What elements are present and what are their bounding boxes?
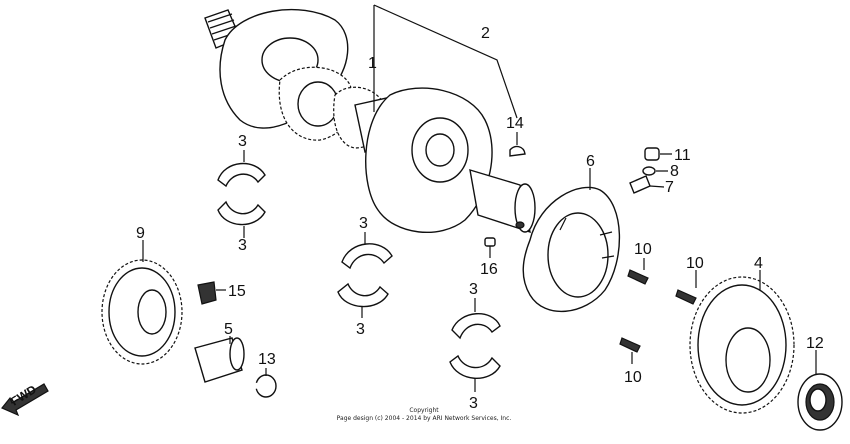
callout-14[interactable]: 14: [506, 115, 524, 132]
screw-7[interactable]: [629, 175, 651, 194]
callout-11[interactable]: 11: [674, 147, 691, 164]
callout-10-b[interactable]: 10: [686, 255, 704, 272]
forward-arrow-icon: [1, 383, 49, 417]
callout-3-a[interactable]: 3: [238, 133, 247, 150]
callout-3-f[interactable]: 3: [469, 395, 478, 412]
callout-15[interactable]: 15: [228, 283, 246, 300]
washer-8[interactable]: [642, 166, 656, 176]
callout-16[interactable]: 16: [480, 261, 498, 278]
callout-12[interactable]: 12: [806, 335, 824, 352]
woodruff-key[interactable]: [509, 145, 526, 157]
callout-3-c[interactable]: 3: [359, 215, 368, 232]
flywheel-rotor[interactable]: [522, 186, 621, 313]
callout-10-c[interactable]: 10: [624, 369, 642, 386]
callout-2[interactable]: 2: [481, 25, 490, 42]
callout-4[interactable]: 4: [754, 255, 763, 272]
bolt-10-c[interactable]: [619, 337, 641, 353]
left-gear[interactable]: [101, 259, 183, 365]
callout-3-b[interactable]: 3: [238, 237, 247, 254]
callout-7[interactable]: 7: [665, 179, 674, 196]
oil-seal[interactable]: [797, 373, 843, 431]
main-bearing-pair-1[interactable]: [217, 162, 266, 226]
bolt-10-a[interactable]: [627, 269, 649, 285]
bolt-10-b[interactable]: [675, 289, 697, 305]
callout-5[interactable]: 5: [224, 321, 233, 338]
circlip-13[interactable]: [255, 374, 277, 398]
dowel-pin[interactable]: [484, 237, 496, 247]
callout-10-a[interactable]: 10: [634, 241, 652, 258]
main-bearing-pair-2[interactable]: [337, 243, 393, 308]
callout-3-d[interactable]: 3: [356, 321, 365, 338]
shaft-5[interactable]: [194, 337, 245, 383]
crankshaft[interactable]: [204, 8, 536, 234]
callout-13[interactable]: 13: [258, 351, 276, 368]
callout-6[interactable]: 6: [586, 153, 595, 170]
bolt-15[interactable]: [197, 281, 217, 305]
callout-3-e[interactable]: 3: [469, 281, 478, 298]
callout-8[interactable]: 8: [670, 163, 679, 180]
cap-11[interactable]: [644, 147, 660, 161]
copyright-notice: Page design (c) 2004 - 2014 by ARI Netwo…: [337, 415, 512, 422]
callout-9[interactable]: 9: [136, 225, 145, 242]
callout-1[interactable]: 1: [368, 55, 377, 72]
main-bearing-pair-3[interactable]: [449, 312, 501, 380]
copyright-title: Copyright: [409, 407, 439, 414]
primary-drive-gear[interactable]: [689, 276, 795, 414]
